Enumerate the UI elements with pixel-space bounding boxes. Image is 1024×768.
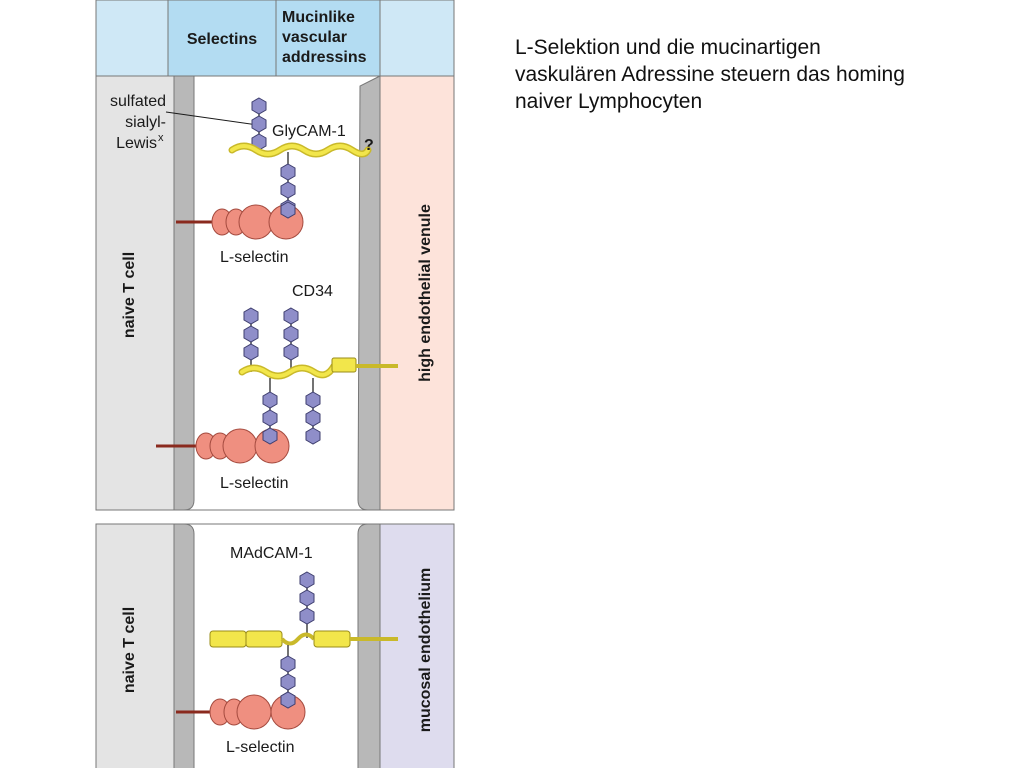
caption-line-3: naiver Lymphocyten bbox=[515, 90, 703, 113]
mucosal-endothelium-region bbox=[377, 523, 455, 768]
naive-t-cell-label: naive T cell bbox=[121, 252, 138, 338]
l-selectin-1 bbox=[176, 201, 304, 240]
top-panel: naive T cell high endothelial venule sul… bbox=[95, 75, 455, 511]
l-selectin-1-label: L-selectin bbox=[220, 249, 288, 266]
slide-caption: L-Selektion und die mucinartigen vaskulä… bbox=[515, 34, 1005, 115]
mucosal-membrane bbox=[357, 523, 381, 768]
sulfated-label-superscript: x bbox=[158, 132, 164, 144]
naive-t-cell-label-bottom: naive T cell bbox=[121, 607, 138, 693]
header-row: Selectins Mucinlike vascular addressins bbox=[95, 0, 455, 77]
hev-membrane bbox=[357, 75, 381, 511]
l-selectin-3 bbox=[176, 691, 306, 730]
sulfated-label-line2: sialyl- bbox=[125, 114, 166, 131]
glycam-label: GlyCAM-1 bbox=[272, 123, 346, 140]
l-selectin-2 bbox=[156, 427, 290, 464]
mucinlike-header-line3: addressins bbox=[282, 49, 367, 66]
cd34-label: CD34 bbox=[292, 283, 333, 300]
l-selectin-3-label: L-selectin bbox=[226, 739, 294, 756]
caption-line-2: vaskulären Adressine steuern das homing bbox=[515, 63, 905, 86]
madcam-protein bbox=[209, 630, 398, 648]
naive-t-cell-region-bottom bbox=[95, 523, 177, 768]
sulfated-pointer-line bbox=[165, 111, 259, 126]
t-cell-membrane-bottom bbox=[173, 523, 195, 768]
glycam-sugar-chain bbox=[251, 97, 267, 152]
bottom-panel: naive T cell mucosal endothelium MAdCAM-… bbox=[95, 523, 455, 768]
mucinlike-header-line2: vascular bbox=[282, 29, 347, 46]
selectins-header: Selectins bbox=[187, 31, 257, 48]
sulfated-label-line1: sulfated bbox=[110, 93, 166, 110]
cd34-anchor-domain bbox=[331, 357, 357, 373]
l-selectin-2-label: L-selectin bbox=[220, 475, 288, 492]
naive-t-cell-region bbox=[95, 75, 177, 511]
hev-region bbox=[377, 75, 455, 511]
cd34-upper-sugar-chains bbox=[243, 307, 299, 372]
madcam-label: MAdCAM-1 bbox=[230, 545, 313, 562]
madcam-upper-sugar-chain bbox=[299, 571, 315, 638]
mucosal-endothelium-label: mucosal endothelium bbox=[417, 568, 434, 732]
t-cell-membrane bbox=[173, 75, 195, 511]
mucinlike-header-line1: Mucinlike bbox=[282, 9, 355, 26]
sulfated-label-line3: Lewis bbox=[116, 135, 157, 152]
question-mark: ? bbox=[364, 137, 374, 154]
high-endothelial-venule-label: high endothelial venule bbox=[417, 204, 434, 382]
caption-line-1: L-Selektion und die mucinartigen bbox=[515, 36, 821, 59]
